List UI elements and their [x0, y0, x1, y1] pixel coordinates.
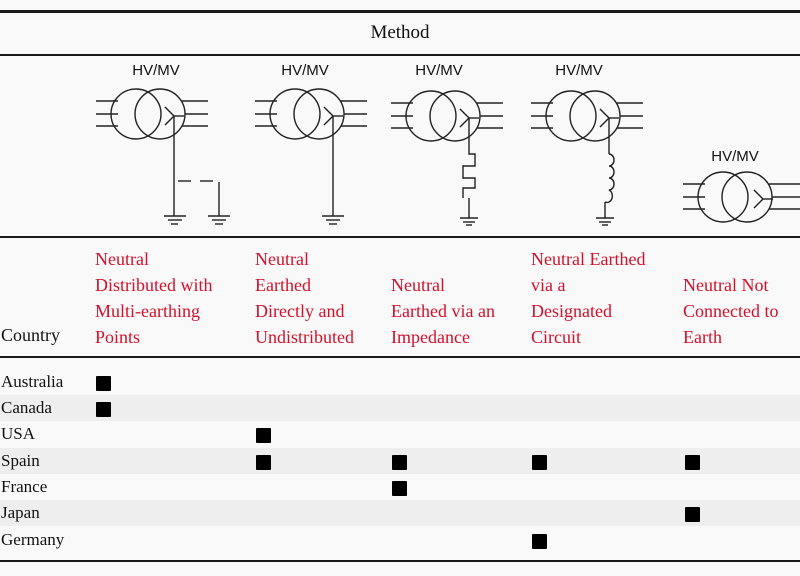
table-row: Canada	[0, 395, 800, 421]
method-label-multi-earthing: Neutral Distributed with Multi-earthing …	[95, 246, 213, 350]
transformer-coil-earth-icon: HV/MV	[531, 62, 651, 236]
transformer-direct-earth-icon: HV/MV	[255, 62, 375, 234]
country-name: Australia	[1, 372, 64, 391]
table-row: Spain	[0, 448, 800, 474]
label-line: Neutral Not	[683, 275, 769, 295]
label-line: Neutral	[391, 275, 445, 295]
diagram-rule	[0, 236, 800, 238]
label-line: Neutral	[95, 249, 149, 269]
hv-mv-label: HV/MV	[555, 62, 603, 79]
transformer-multi-earthed-icon: HV/MV	[96, 62, 236, 234]
hv-mv-label: HV/MV	[281, 62, 329, 79]
hv-mv-label: HV/MV	[132, 62, 180, 79]
column-header-rule	[0, 356, 800, 358]
country-name: USA	[1, 424, 36, 443]
applies-mark-not_connected	[685, 455, 700, 470]
label-line: Circuit	[531, 327, 581, 347]
table-bottom-rule	[0, 560, 800, 562]
method-label-impedance: Neutral Earthed via an Impedance	[391, 272, 495, 350]
label-line: Designated	[531, 301, 612, 321]
label-line: Connected to	[683, 301, 779, 321]
table-row: USA	[0, 421, 800, 447]
label-line: Earthed via an	[391, 301, 495, 321]
method-label-direct: Neutral Earthed Directly and Undistribut…	[255, 246, 354, 350]
method-label-not-connected: Neutral Not Connected to Earth	[683, 272, 778, 350]
country-name: Germany	[1, 530, 65, 549]
label-line: Undistributed	[255, 327, 354, 347]
table-row: Germany	[0, 527, 800, 553]
hv-mv-label: HV/MV	[415, 62, 463, 79]
label-line: via a	[531, 275, 566, 295]
label-line: Multi-earthing	[95, 301, 200, 321]
applies-mark-multi_earthing	[96, 402, 111, 417]
label-line: Points	[95, 327, 141, 347]
applies-mark-not_connected	[685, 507, 700, 522]
country-name: Canada	[1, 398, 52, 417]
label-line: Impedance	[391, 327, 470, 347]
applies-mark-impedance	[392, 481, 407, 496]
label-line: Distributed with	[95, 275, 213, 295]
country-name: France	[1, 477, 48, 496]
applies-mark-direct	[256, 428, 271, 443]
country-name: Japan	[1, 503, 40, 522]
table-top-rule	[0, 10, 800, 13]
applies-mark-designated	[532, 534, 547, 549]
label-line: Earthed	[255, 275, 311, 295]
method-label-designated: Neutral Earthed via a Designated Circuit	[531, 246, 645, 350]
country-header: Country	[1, 325, 61, 345]
table-row: Japan	[0, 500, 800, 526]
transformer-unearthed-icon: HV/MV	[683, 148, 800, 228]
applies-mark-impedance	[392, 455, 407, 470]
applies-mark-multi_earthing	[96, 376, 111, 391]
label-line: Neutral	[255, 249, 309, 269]
label-line: Neutral Earthed	[531, 249, 646, 269]
applies-mark-direct	[256, 455, 271, 470]
table-row: Australia	[0, 369, 800, 395]
table-row: France	[0, 474, 800, 500]
country-name: Spain	[1, 451, 40, 470]
method-header: Method	[370, 22, 430, 43]
applies-mark-designated	[532, 455, 547, 470]
header-rule	[0, 54, 800, 56]
label-line: Earth	[683, 327, 722, 347]
label-line: Directly and	[255, 301, 345, 321]
hv-mv-label: HV/MV	[711, 148, 759, 165]
transformer-resistor-earth-icon: HV/MV	[391, 62, 511, 236]
